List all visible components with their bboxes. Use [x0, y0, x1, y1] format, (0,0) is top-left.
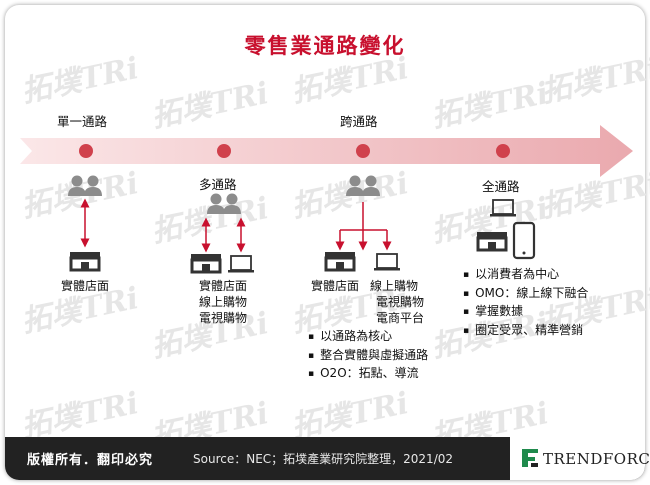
bullet-item: OMO：線上線下融合: [463, 285, 588, 304]
people-icon: [346, 176, 380, 197]
channel-list: 線上購物 電視購物 電商平台: [370, 278, 424, 326]
brand-logo: TRENDFORCE: [510, 437, 650, 480]
timeline-dot: [79, 144, 93, 158]
bullet-item: 整合實體與虛擬通路: [308, 347, 428, 366]
bullet-list: 以消費者為中心 OMO：線上線下融合 掌握數據 圈定受眾、精準營銷: [463, 266, 588, 340]
phone-icon: [512, 221, 536, 260]
store-icon: [475, 230, 509, 252]
channel-item: 電視購物: [376, 295, 425, 309]
bullet-item: 以消費者為中心: [463, 266, 588, 285]
stage-label-multi: 多通路: [199, 177, 237, 192]
brand-name: TRENDFORCE: [543, 450, 650, 468]
stage-label-omni: 全通路: [482, 179, 520, 194]
timeline-dot: [217, 144, 231, 158]
laptop-icon: [373, 253, 401, 272]
channel-list: 實體店面 線上購物 電視購物: [199, 278, 247, 326]
store-label: 實體店面: [311, 279, 360, 293]
stage-label-cross: 跨通路: [340, 114, 378, 129]
channel-item: 線上購物: [199, 295, 248, 309]
footer-bar: 版權所有．翻印必究 Source：NEC；拓墣產業研究院整理，2021/02 T…: [5, 437, 650, 480]
channel-item: 實體店面: [199, 279, 248, 293]
stage-label-single: 單一通路: [57, 114, 108, 129]
store-label: 實體店面: [61, 279, 110, 293]
laptop-icon: [227, 255, 255, 274]
channel-item: 電視購物: [199, 311, 248, 325]
timeline-arrow: [20, 125, 633, 177]
channel-item: 電商平台: [376, 311, 425, 325]
laptop-icon: [489, 199, 517, 218]
bullet-item: O2O：拓點、導流: [308, 365, 428, 384]
timeline-dot: [496, 144, 510, 158]
page-title: 零售業通路變化: [244, 34, 406, 58]
trendforce-logo-icon: [522, 449, 538, 467]
bullet-item: 掌握數據: [463, 303, 588, 322]
people-icon: [207, 194, 241, 215]
bullet-item: 圈定受眾、精準營銷: [463, 322, 588, 341]
source-citation: Source：NEC；拓墣產業研究院整理，2021/02: [193, 452, 454, 466]
bullet-item: 以通路為核心: [308, 328, 428, 347]
timeline-dot: [356, 144, 370, 158]
store-icon: [189, 252, 223, 274]
slide-frame: [5, 5, 645, 480]
channel-item: 線上購物: [370, 279, 419, 293]
people-icon: [68, 176, 102, 197]
store-icon: [68, 250, 102, 272]
store-icon: [323, 250, 357, 272]
bullet-list: 以通路為核心 整合實體與虛擬通路 O2O：拓點、導流: [308, 328, 428, 384]
copyright-notice: 版權所有．翻印必究: [27, 453, 154, 468]
